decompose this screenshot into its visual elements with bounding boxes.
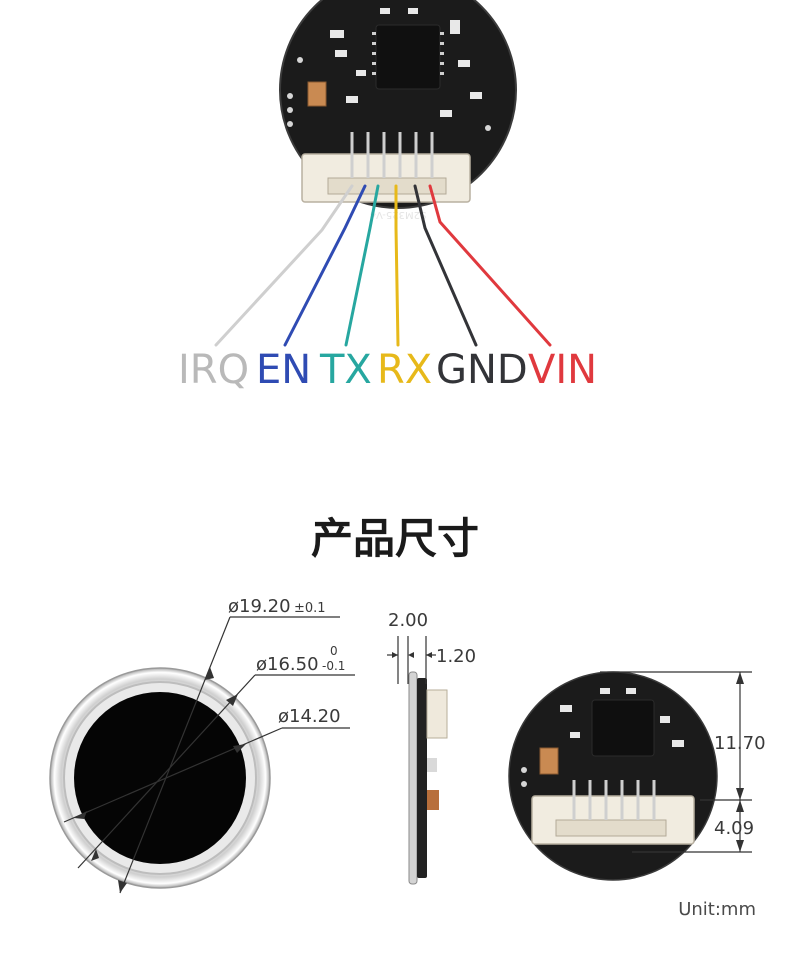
- wire-vin: [428, 184, 552, 347]
- pinout-wires: [214, 184, 552, 347]
- wire-irq: [214, 184, 354, 347]
- unit-label: Unit:mm: [678, 899, 756, 920]
- pin-label-tx: TX: [319, 347, 372, 393]
- thickness-total-label: 2.00: [388, 610, 428, 631]
- pin-label-gnd: GND: [436, 347, 528, 393]
- section-title: 产品尺寸: [311, 514, 479, 563]
- board-silk: S2M325-V4: [370, 209, 427, 220]
- wire-rx: [394, 184, 400, 347]
- pin-label-vin: VIN: [528, 347, 597, 393]
- capacitor: [307, 81, 327, 107]
- wire-gnd: [413, 184, 478, 347]
- mid-dia-label: ø16.50: [256, 654, 319, 675]
- pin-label-irq: IRQ: [178, 347, 249, 393]
- pin-label-rx: RX: [377, 347, 432, 393]
- board-back-view: [508, 671, 752, 881]
- wire-tx: [344, 184, 380, 347]
- mid-dia-tol-lower: -0.1: [322, 659, 345, 673]
- height-upper-label: 11.70: [714, 733, 766, 754]
- inner-dia-label: ø14.20: [278, 706, 341, 727]
- thickness-sensor-label: 1.20: [436, 646, 476, 667]
- wire-en: [283, 184, 367, 347]
- mid-dia-tol-upper: 0: [330, 644, 338, 658]
- pin-label-en: EN: [256, 347, 311, 393]
- sensor-front-view: [49, 616, 355, 894]
- outer-dia-tol: ±0.1: [294, 601, 326, 616]
- outer-dia-label: ø19.20: [228, 596, 291, 617]
- mcu-chip: [375, 24, 441, 90]
- pin-labels: IRQ EN TX RX GND VIN: [178, 347, 597, 393]
- height-lower-label: 4.09: [714, 818, 754, 839]
- top-board: S2M325-V4: [279, 0, 517, 220]
- sensor-side-view: [387, 636, 448, 885]
